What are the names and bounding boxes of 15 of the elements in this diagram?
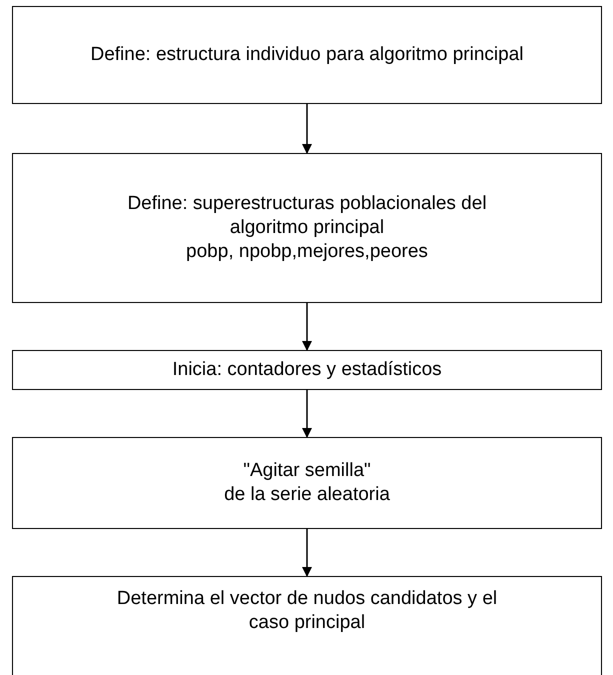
box-text: "Agitar semilla": [243, 459, 371, 483]
process-box: [12, 6, 602, 104]
box-text: de la serie aleatoria: [224, 483, 390, 507]
arrow: [302, 529, 312, 577]
box-text: Determina el vector de nudos candidatos y el caso principal: [116, 587, 498, 635]
process-box: [12, 576, 602, 675]
arrow: [302, 303, 312, 351]
arrow: [302, 104, 312, 154]
process-box: [12, 350, 602, 390]
process-box: [12, 437, 602, 529]
box-text: Define: estructura individuo para algoritmo principal: [90, 43, 524, 67]
box-text: pobp, npobp,mejores,peores: [186, 240, 428, 264]
box-text: Inicia: contadores y estadísticos: [172, 358, 442, 382]
process-box: [12, 153, 602, 303]
arrow: [302, 390, 312, 438]
